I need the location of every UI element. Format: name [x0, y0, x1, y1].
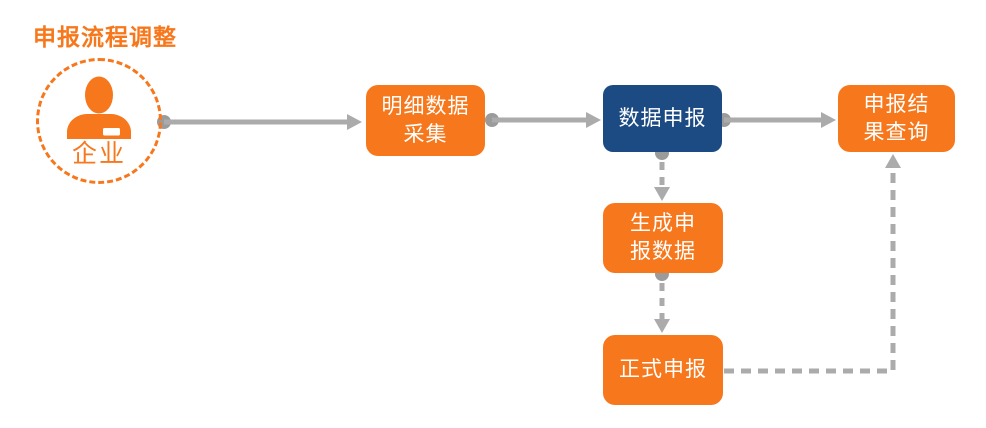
arrowhead-icon [654, 187, 670, 201]
badge-icon [103, 128, 120, 136]
connector-dashed-path [724, 167, 896, 374]
enterprise-node: 企业 [36, 58, 162, 184]
node-declaration-result-query: 申报结 果查询 [838, 85, 955, 152]
node-data-declaration: 数据申报 [603, 85, 722, 152]
connector-declare-result [717, 112, 836, 128]
enterprise-label: 企业 [71, 140, 126, 168]
connector-generate-formal [654, 267, 670, 333]
node-formal-declaration: 正式申报 [603, 335, 723, 405]
node-generate-declaration-data: 生成申 报数据 [603, 203, 723, 273]
arrowhead-icon [347, 114, 362, 130]
arrowhead-icon [885, 154, 901, 168]
connector-formal-result [724, 154, 901, 374]
connector-collect-declare [485, 112, 601, 128]
page-title: 申报流程调整 [33, 24, 177, 50]
arrowhead-icon [654, 319, 670, 333]
arrowhead-icon [821, 112, 836, 128]
connector-declare-generate [654, 146, 670, 201]
person-icon [67, 76, 131, 139]
node-detail-data-collection: 明细数据 采集 [366, 85, 485, 156]
connector-enterprise-collect [157, 114, 362, 130]
arrowhead-icon [586, 112, 601, 128]
